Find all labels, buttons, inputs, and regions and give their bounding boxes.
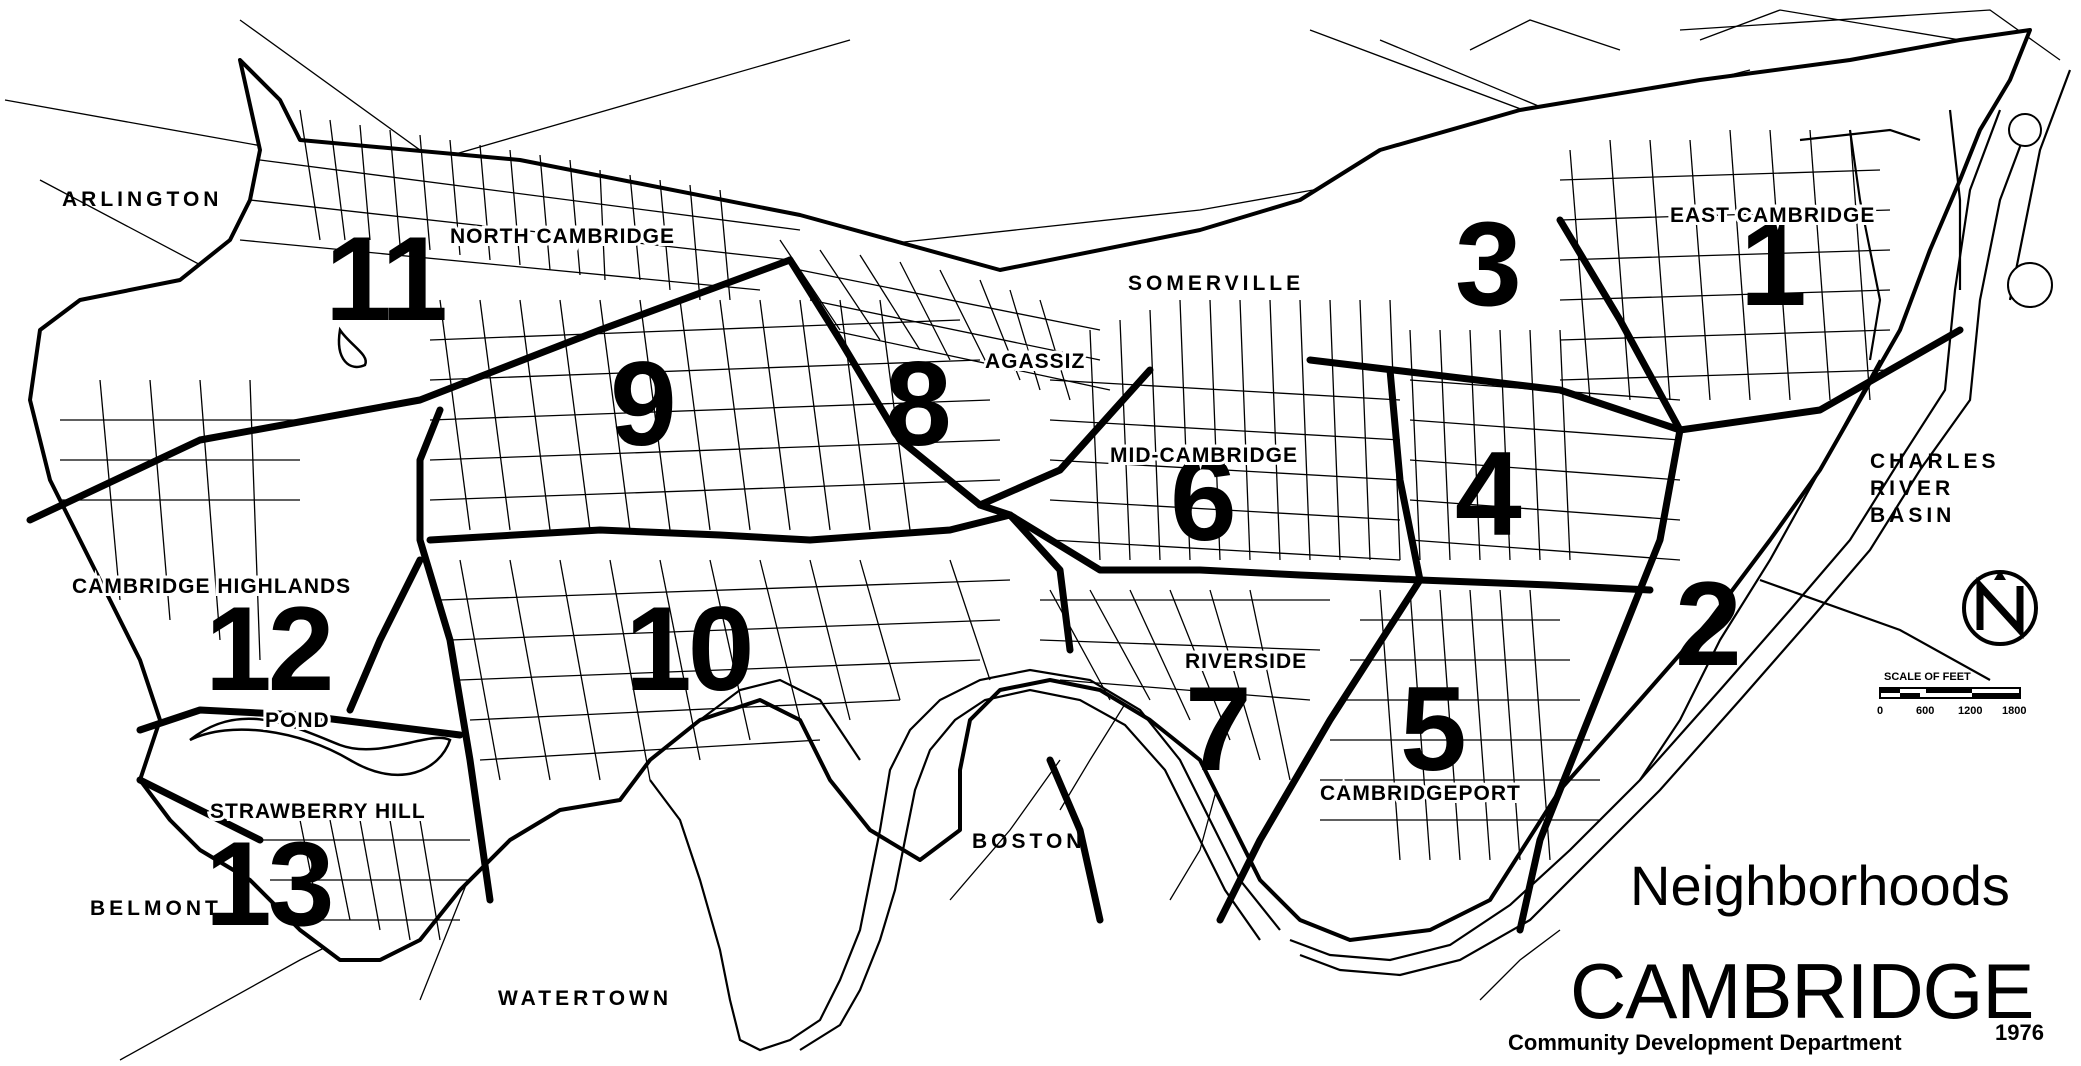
street-grid — [60, 109, 1891, 941]
label-watertown: WATERTOWN — [498, 987, 672, 1010]
label-charles-line-1: CHARLES — [1870, 450, 2000, 473]
neighborhood-boundaries — [26, 216, 1964, 934]
neighborhood-numbers: 1 2 3 4 5 6 7 8 9 10 11 12 13 — [205, 197, 1808, 951]
label-boston: BOSTON — [972, 830, 1085, 853]
label-mid-cambridge: MID-CAMBRIDGE — [1110, 444, 1298, 467]
scale-tick-1800: 1800 — [2002, 705, 2026, 717]
neighborhood-number-12: 12 — [205, 582, 330, 716]
title-block: Neighborhoods CAMBRIDGE Community Develo… — [1508, 854, 2044, 1055]
neighborhood-number-1: 1 — [1740, 197, 1804, 331]
label-agassiz: AGASSIZ — [985, 350, 1085, 373]
label-pond: POND — [265, 709, 330, 732]
scale-title: SCALE OF FEET — [1884, 671, 1971, 683]
department-name: Community Development Department — [1508, 1030, 1902, 1055]
fresh-pond — [189, 326, 452, 777]
surrounding-towns: ARLINGTON SOMERVILLE CHARLES RIVER BASIN… — [62, 188, 2000, 1010]
neighborhood-number-13: 13 — [205, 817, 331, 951]
neighborhood-number-8: 8 — [885, 337, 949, 471]
label-belmont: BELMONT — [90, 897, 222, 920]
label-somerville: SOMERVILLE — [1128, 272, 1304, 295]
city-name: CAMBRIDGE — [1570, 947, 2033, 1035]
neighborhood-number-3: 3 — [1455, 197, 1518, 331]
scale-tick-0: 0 — [1877, 705, 1883, 717]
neighborhood-number-5: 5 — [1400, 662, 1464, 796]
scale-bar: SCALE OF FEET 0 600 1200 1800 — [1877, 671, 2026, 717]
railways — [1639, 109, 1991, 781]
label-cambridgeport: CAMBRIDGEPORT — [1320, 782, 1521, 805]
neighborhood-number-4: 4 — [1455, 427, 1522, 561]
neighborhood-number-10: 10 — [625, 582, 750, 716]
label-cambridge-highlands-text: CAMBRIDGE HIGHLANDS — [72, 575, 351, 598]
map-year: 1976 — [1995, 1020, 2044, 1045]
label-charles-line-2: RIVER — [1870, 477, 1954, 500]
scale-tick-600: 600 — [1916, 705, 1934, 717]
label-north-cambridge: NORTH CAMBRIDGE — [450, 225, 675, 248]
scale-tick-1200: 1200 — [1958, 705, 1982, 717]
map-title: Neighborhoods — [1630, 854, 2010, 917]
label-arlington: ARLINGTON — [62, 188, 222, 211]
neighborhood-number-6: 6 — [1170, 432, 1233, 566]
neighborhood-number-7: 7 — [1185, 662, 1248, 796]
city-boundary — [28, 28, 2032, 962]
label-strawberry-hill: STRAWBERRY HILL — [210, 800, 426, 823]
label-charles-line-3: BASIN — [1870, 504, 1955, 527]
north-arrow-icon — [1962, 570, 2038, 646]
neighborhood-number-9: 9 — [610, 337, 673, 471]
label-cambridge-highlands: CAMBRIDGE HIGHLANDS — [72, 575, 351, 598]
neighborhood-number-11: 11 — [325, 212, 445, 346]
roundabouts — [2007, 113, 2053, 308]
neighborhood-names: EAST CAMBRIDGE NORTH CAMBRIDGE AGASSIZ M… — [69, 201, 1877, 826]
label-east-cambridge: EAST CAMBRIDGE — [1670, 204, 1875, 227]
label-riverside: RIVERSIDE — [1185, 650, 1307, 673]
neighborhood-number-2: 2 — [1675, 557, 1738, 691]
